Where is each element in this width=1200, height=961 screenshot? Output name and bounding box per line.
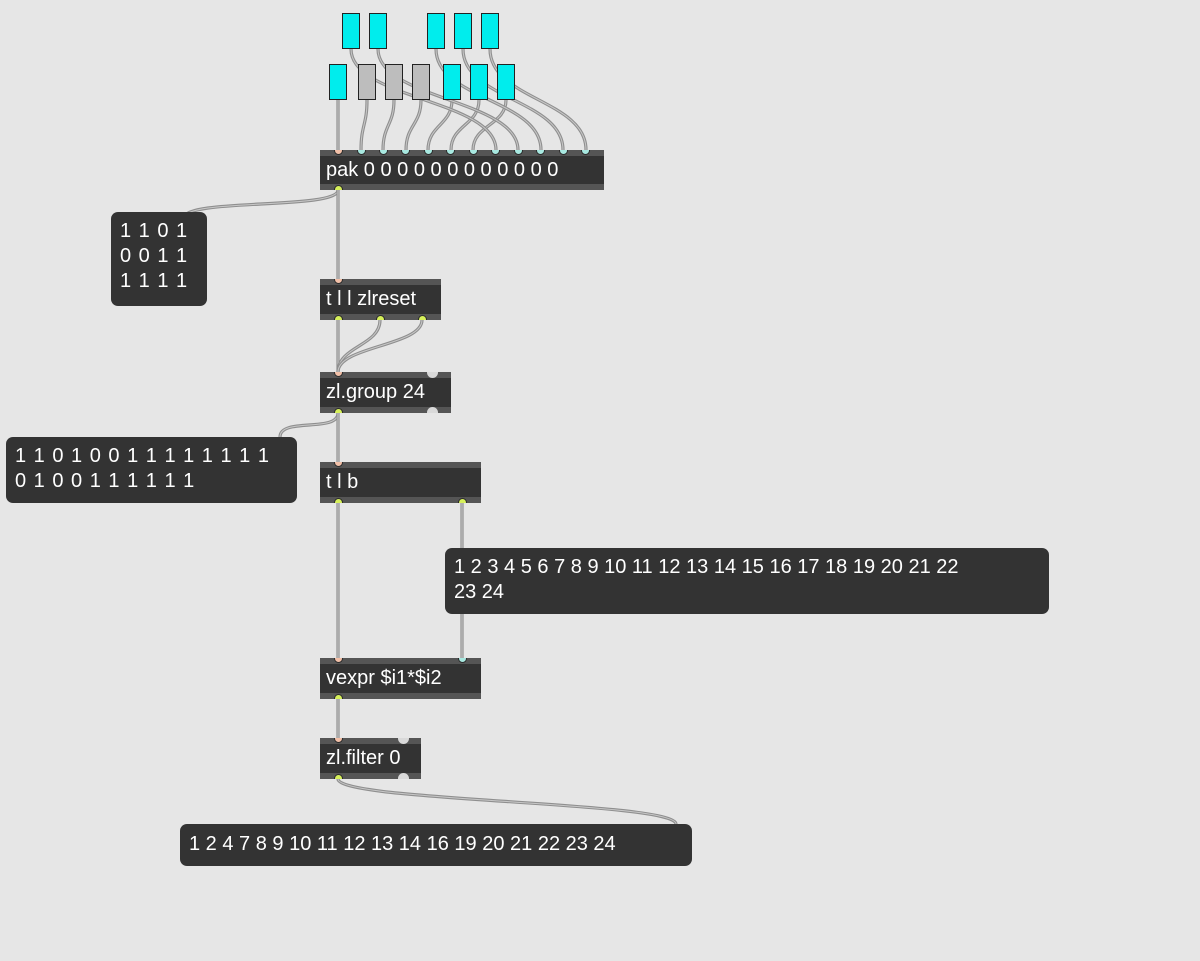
zl-group-inlet[interactable] [334, 372, 343, 377]
cord-trig-group-2[interactable] [336, 318, 382, 374]
toggle-top-1[interactable] [342, 13, 360, 49]
trigger-zlreset-outlet-1[interactable] [334, 315, 343, 320]
toggle-bottom-2[interactable] [358, 64, 376, 100]
cord-toggle-b3[interactable] [381, 98, 396, 152]
zl-filter-inlet-2[interactable] [398, 738, 409, 744]
pak-inlet-11[interactable] [559, 150, 568, 155]
zl-group-inlet-2[interactable] [427, 372, 438, 378]
zl-group-object[interactable]: zl.group 24 [320, 372, 451, 413]
zl-filter-outlet[interactable] [334, 774, 343, 779]
zl-filter-object[interactable]: zl.filter 0 [320, 738, 421, 779]
vexpr-inlet-1[interactable] [334, 658, 343, 663]
trigger-zlreset-outlet-3[interactable] [418, 315, 427, 320]
index-list-message[interactable]: 1 2 3 4 5 6 7 8 9 10 11 12 13 14 15 16 1… [445, 548, 1049, 614]
cord-pak-matrix[interactable] [182, 188, 340, 220]
zl-filter-inlet[interactable] [334, 738, 343, 743]
result-list-message[interactable]: 1 2 4 7 8 9 10 11 12 13 14 16 19 20 21 2… [180, 824, 692, 866]
cord-trig-group-3[interactable] [336, 318, 424, 374]
cord-toggle-b6-highlight [450, 99, 480, 151]
trigger-zlreset-inlet[interactable] [334, 279, 343, 284]
toggle-top-3[interactable] [427, 13, 445, 49]
cord-toggle-b5-highlight [427, 99, 453, 151]
cord-toggle-b2[interactable] [359, 98, 369, 152]
pak-inlet-3[interactable] [379, 150, 388, 155]
toggle-bottom-1[interactable] [329, 64, 347, 100]
pak-inlet-1[interactable] [334, 150, 343, 155]
toggle-bottom-6[interactable] [470, 64, 488, 100]
cord-toggle-b5[interactable] [426, 98, 454, 152]
cord-trig-group-2-highlight [337, 319, 381, 373]
toggle-bottom-7[interactable] [497, 64, 515, 100]
cord-filter-result-highlight [337, 778, 677, 825]
trigger-lb-inlet[interactable] [334, 462, 343, 467]
toggle-top-5[interactable] [481, 13, 499, 49]
pak-inlet-7[interactable] [469, 150, 478, 155]
cord-pak-matrix-highlight [183, 189, 339, 219]
pak-inlet-6[interactable] [446, 150, 455, 155]
pak-object[interactable]: pak 0 0 0 0 0 0 0 0 0 0 0 0 [320, 150, 604, 190]
pak-inlet-12[interactable] [581, 150, 590, 155]
toggle-bottom-4[interactable] [412, 64, 430, 100]
trigger-zlreset-outlet-2[interactable] [376, 315, 385, 320]
pak-inlet-8[interactable] [491, 150, 500, 155]
pak-inlet-5[interactable] [424, 150, 433, 155]
cord-toggle-b4[interactable] [404, 98, 423, 152]
cord-toggle-b3-highlight [382, 99, 395, 151]
zl-filter-outlet-2[interactable] [398, 773, 409, 779]
vexpr-outlet[interactable] [334, 694, 343, 699]
trigger-lb-object[interactable]: t l b [320, 462, 481, 503]
cord-group-flat[interactable] [278, 411, 340, 439]
zl-group-outlet[interactable] [334, 408, 343, 413]
matrix-message[interactable]: 1 1 0 1 0 0 1 1 1 1 1 1 [111, 212, 207, 306]
zl-group-outlet-2[interactable] [427, 407, 438, 413]
pak-inlet-9[interactable] [514, 150, 523, 155]
cord-toggle-b4-highlight [405, 99, 422, 151]
pak-inlet-10[interactable] [536, 150, 545, 155]
vexpr-inlet-2[interactable] [458, 658, 467, 663]
toggle-bottom-5[interactable] [443, 64, 461, 100]
toggle-top-4[interactable] [454, 13, 472, 49]
cord-toggle-b2-highlight [360, 99, 368, 151]
toggle-top-2[interactable] [369, 13, 387, 49]
cord-group-flat-highlight [279, 412, 339, 438]
cord-toggle-b7-highlight [472, 99, 507, 151]
cord-trig-group-3-highlight [337, 319, 423, 373]
pak-outlet[interactable] [334, 185, 343, 190]
trigger-lb-outlet-2[interactable] [458, 498, 467, 503]
pak-inlet-4[interactable] [401, 150, 410, 155]
trigger-lb-outlet-1[interactable] [334, 498, 343, 503]
flat-list-message[interactable]: 1 1 0 1 0 0 1 1 1 1 1 1 1 1 0 1 0 0 1 1 … [6, 437, 297, 503]
trigger-zlreset-object[interactable]: t l l zlreset [320, 279, 441, 320]
cord-toggle-b7[interactable] [471, 98, 508, 152]
vexpr-object[interactable]: vexpr $i1*$i2 [320, 658, 481, 699]
pak-inlet-2[interactable] [357, 150, 366, 155]
cord-toggle-b6[interactable] [449, 98, 481, 152]
toggle-bottom-3[interactable] [385, 64, 403, 100]
cord-filter-result[interactable] [336, 777, 678, 826]
